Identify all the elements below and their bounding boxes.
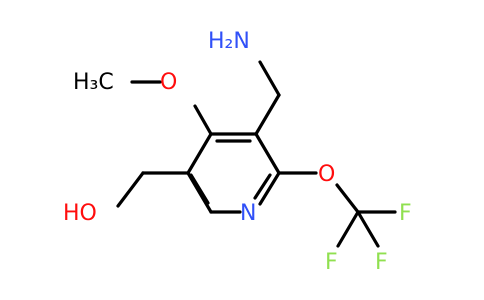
fluorine-label-1: F: [399, 201, 412, 226]
fluorine-label-3: F: [375, 250, 388, 275]
bond-c6-c5-inner: [189, 173, 210, 205]
ether-oxygen-label: O: [318, 162, 335, 187]
bond-c-f3: [356, 210, 380, 248]
fluorine-label-2: F: [325, 250, 338, 275]
methoxy-oxygen-label: O: [160, 70, 177, 95]
bond-c3-ch2: [254, 93, 281, 136]
bond-c2-n1-inner: [253, 173, 272, 200]
ring-nitrogen-label: N: [240, 201, 256, 226]
bond-c3-c2: [254, 132, 281, 175]
bond-ch2-n: [258, 60, 281, 97]
amine-label: H₂N: [208, 29, 250, 54]
bond-c5-c4: [186, 132, 213, 175]
methyl-label: H₃C: [73, 70, 114, 95]
bond-c4-o: [193, 104, 213, 136]
bond-ch2-oh: [116, 171, 145, 208]
bond-c-f2: [336, 210, 360, 248]
bond-c2-n1: [258, 171, 281, 206]
hydroxyl-label: HO: [63, 201, 97, 226]
bond-o-cf3: [335, 183, 360, 214]
bond-c6-c5: [186, 171, 213, 214]
